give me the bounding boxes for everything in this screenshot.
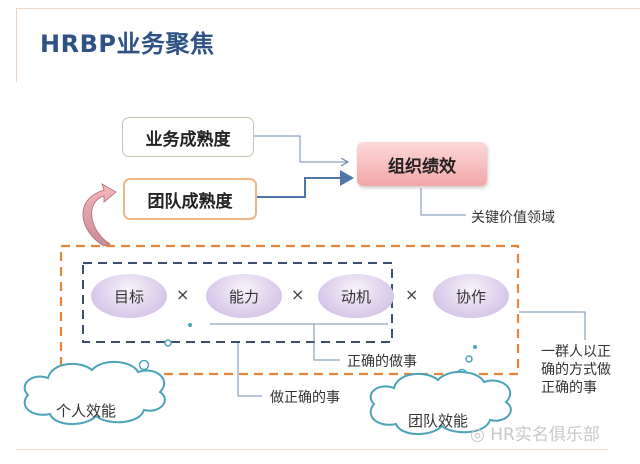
team-effectiveness-boundary — [59, 244, 520, 376]
do-right-things-label: 做正确的事 — [270, 390, 340, 406]
multiply-operator: × — [176, 285, 190, 304]
frame-left-border — [16, 8, 17, 82]
cloud-individual — [23, 361, 166, 425]
factor-goal: 目标 — [91, 274, 167, 318]
wechat-icon: ◎ — [470, 425, 485, 445]
team-effectiveness-label: 团队效能 — [408, 412, 469, 430]
factor-motivation: 动机 — [318, 274, 394, 318]
key-value-area-label: 关键价值领域 — [471, 210, 555, 226]
connector-do-things-right — [210, 323, 388, 361]
team-maturity-box: 团队成熟度 — [123, 178, 257, 220]
factor-ability: 能力 — [206, 274, 282, 318]
org-performance-box: 组织绩效 — [357, 142, 487, 186]
individual-effectiveness-label: 个人效能 — [56, 402, 117, 420]
frame-bottom-border — [16, 449, 608, 450]
curved-arrow — [82, 183, 117, 247]
business-maturity-box: 业务成熟度 — [122, 117, 254, 157]
connector-team-to-org — [255, 170, 354, 198]
connector-group-note — [519, 311, 586, 340]
page-title: HRBP业务聚焦 — [40, 30, 215, 58]
connector-business-to-org — [254, 135, 347, 162]
factor-collaboration: 协作 — [433, 274, 509, 318]
cloud-team — [369, 371, 512, 435]
multiply-operator: × — [291, 285, 305, 304]
watermark-text: HR实名俱乐部 — [490, 425, 600, 445]
group-note-label: 一群人以正确的方式做正确的事 — [541, 344, 611, 396]
connector-org-to-key-area — [420, 188, 466, 216]
multiply-operator: × — [405, 285, 419, 304]
frame-top-border — [16, 8, 640, 9]
watermark: ◎ HR实名俱乐部 — [470, 420, 600, 445]
do-things-right-label: 正确的做事 — [347, 354, 417, 370]
connector-do-right-things — [237, 343, 262, 397]
